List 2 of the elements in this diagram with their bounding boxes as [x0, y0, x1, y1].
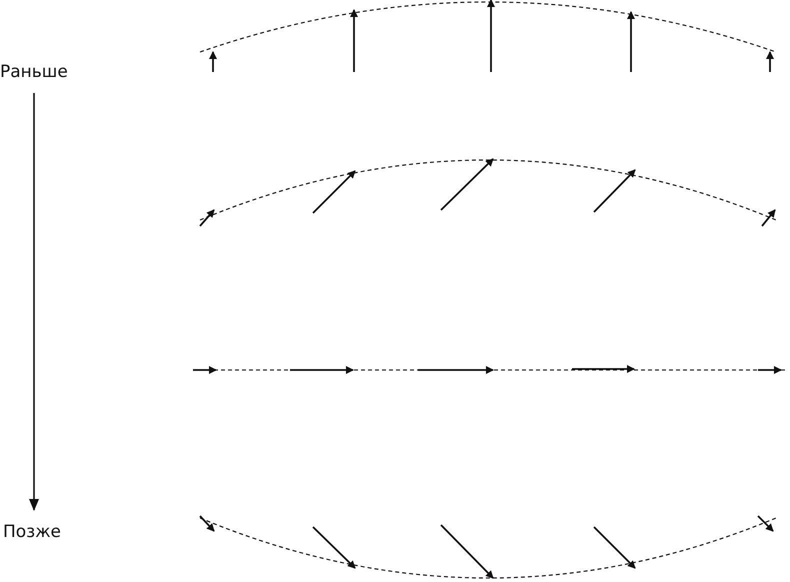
time-label: Раньше	[0, 62, 68, 82]
time-label: Позже	[3, 522, 61, 542]
